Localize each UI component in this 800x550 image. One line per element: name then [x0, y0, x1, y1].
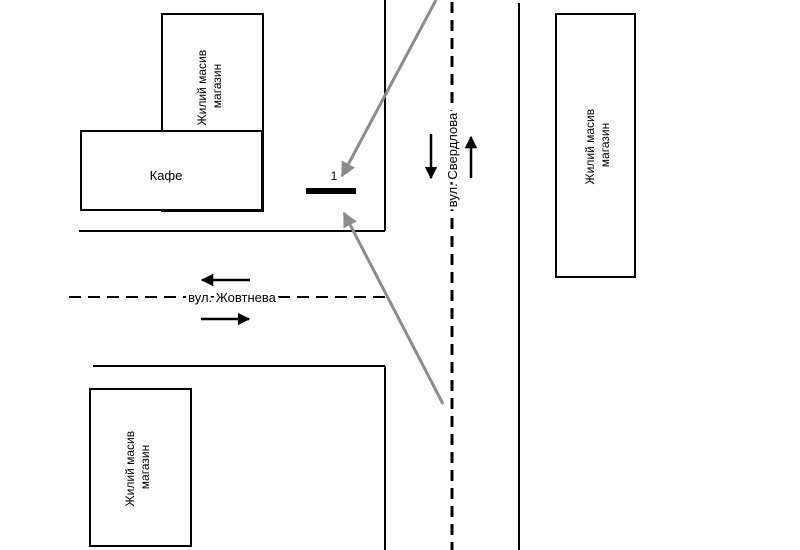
block-bottom-left-line1: Жилий масив	[123, 431, 137, 507]
marker-1-label: 1	[331, 169, 338, 183]
block-right-label: Жилий масив магазин	[583, 106, 612, 185]
block-bottom-left-line2: магазин	[138, 445, 152, 489]
street-name-horizontal: вул. Жовтнева	[188, 290, 276, 305]
building-cafe: Кафе	[80, 130, 263, 211]
marker-1-bar	[306, 188, 356, 194]
block-right-line2: магазин	[598, 123, 612, 167]
pointer-arrow-top	[340, 0, 438, 178]
block-bottom-left-label: Жилий масив магазин	[123, 428, 152, 507]
building-block-bottom-left: Жилий масив магазин	[89, 388, 192, 547]
block-top-left-line2: магазин	[210, 64, 224, 108]
block-right-line1: Жилий масив	[583, 109, 597, 185]
curb-lines	[79, 0, 520, 550]
cafe-label: Кафе	[150, 168, 183, 183]
pointer-arrow-bottom	[342, 211, 445, 405]
block-top-left-line1: Жилий масив	[195, 50, 209, 126]
street-name-vertical: вул. Свердлова	[445, 112, 460, 207]
block-top-left-label: Жилий масив магазин	[195, 47, 224, 126]
building-block-right: Жилий масив магазин	[555, 13, 636, 278]
marker-1: 1	[306, 169, 356, 194]
